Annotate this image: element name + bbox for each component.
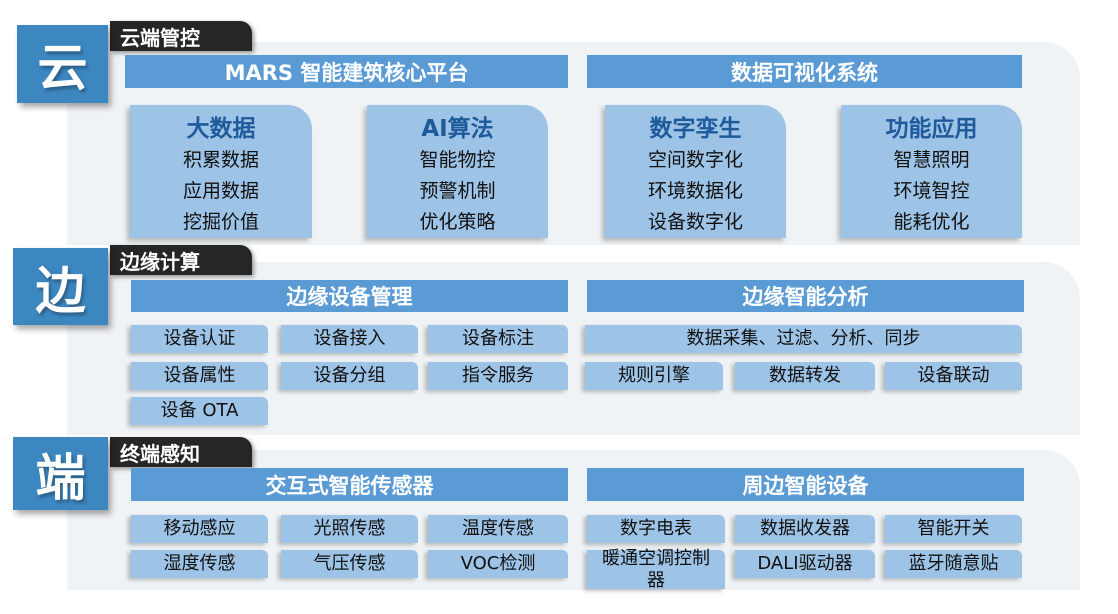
device-item: 暖通空调控制器 <box>587 548 725 591</box>
device-item: 气压传感 <box>281 550 418 578</box>
device-item: 移动感应 <box>131 515 268 543</box>
card-title: 大数据 <box>186 116 256 142</box>
card-item: 优化策略 <box>419 211 496 233</box>
device-item: 温度传感 <box>428 515 568 543</box>
edge-item: 设备联动 <box>885 362 1022 390</box>
edge-item: 设备标注 <box>428 325 568 353</box>
card-item: 空间数字化 <box>647 149 743 171</box>
cloud-header-platform: MARS 智能建筑核心平台 <box>125 55 568 88</box>
edge-letter: 边 <box>13 248 108 325</box>
cloud-letter: 云 <box>17 25 108 103</box>
card-item: 应用数据 <box>182 180 259 202</box>
edge-tab: 边缘计算 <box>110 245 252 275</box>
card-title: 数字孪生 <box>649 116 742 142</box>
device-item: 数据收发器 <box>735 515 875 543</box>
card-item: 能耗优化 <box>893 211 970 233</box>
edge-item: 规则引擎 <box>585 362 723 390</box>
device-letter: 端 <box>13 437 108 510</box>
device-header-sensors: 交互式智能传感器 <box>131 468 568 501</box>
card-title: AI算法 <box>421 116 494 142</box>
card-title: 功能应用 <box>885 116 978 142</box>
device-item: 蓝牙随意贴 <box>885 550 1022 578</box>
card-item: 设备数字化 <box>647 211 743 233</box>
device-tab: 终端感知 <box>110 437 252 467</box>
edge-item: 设备 OTA <box>131 397 268 425</box>
edge-item: 设备分组 <box>281 362 418 390</box>
device-item: 光照传感 <box>281 515 418 543</box>
edge-item: 设备认证 <box>131 325 268 353</box>
card-bigdata: 大数据积累数据应用数据挖掘价值 <box>130 105 312 238</box>
edge-item: 数据采集、过滤、分析、同步 <box>585 325 1022 353</box>
device-item: 智能开关 <box>885 515 1022 543</box>
cloud-tab: 云端管控 <box>110 21 252 51</box>
card-twin: 数字孪生空间数字化环境数据化设备数字化 <box>605 105 786 238</box>
device-header-peripherals: 周边智能设备 <box>587 468 1024 501</box>
card-ai: AI算法智能物控预警机制优化策略 <box>367 105 548 238</box>
device-item: 数字电表 <box>587 515 725 543</box>
device-item: 湿度传感 <box>131 550 268 578</box>
edge-header-mgmt: 边缘设备管理 <box>131 280 568 312</box>
card-item: 预警机制 <box>419 180 496 202</box>
card-item: 智慧照明 <box>893 149 970 171</box>
device-item: VOC检测 <box>428 550 568 578</box>
edge-item: 指令服务 <box>428 362 568 390</box>
card-item: 挖掘价值 <box>182 211 259 233</box>
card-item: 智能物控 <box>419 149 496 171</box>
edge-header-analysis: 边缘智能分析 <box>587 280 1024 312</box>
card-function: 功能应用智慧照明环境智控能耗优化 <box>841 105 1022 238</box>
card-item: 环境智控 <box>893 180 970 202</box>
edge-item: 设备接入 <box>281 325 418 353</box>
cloud-header-visual: 数据可视化系统 <box>587 55 1022 88</box>
device-item: DALI驱动器 <box>735 550 875 578</box>
edge-item: 数据转发 <box>735 362 875 390</box>
card-item: 环境数据化 <box>647 180 743 202</box>
edge-item: 设备属性 <box>131 362 268 390</box>
card-item: 积累数据 <box>182 149 259 171</box>
